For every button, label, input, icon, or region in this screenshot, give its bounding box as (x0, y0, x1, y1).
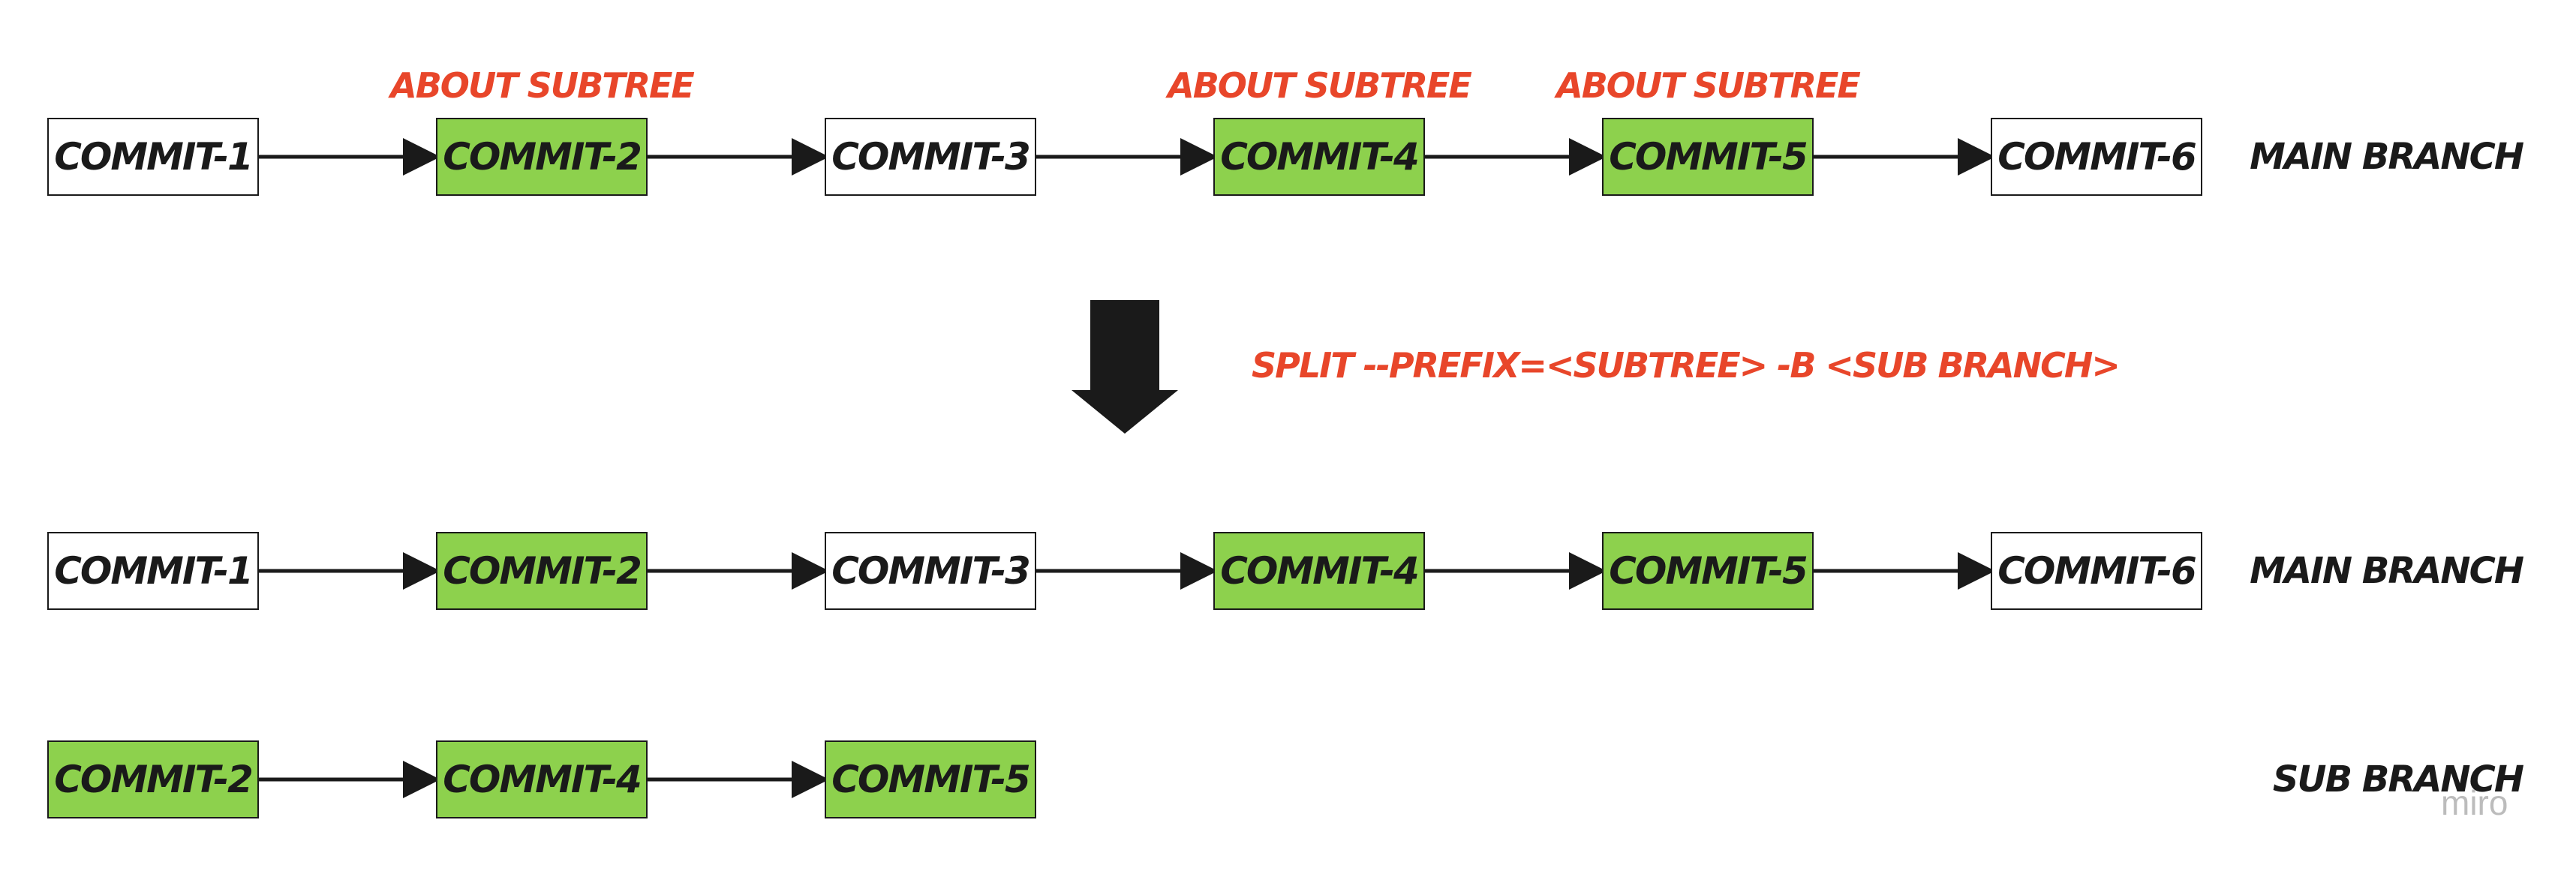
subtree-commit-box (1213, 118, 1425, 196)
commit-node: COMMIT-3 (825, 532, 1036, 610)
commit-label: COMMIT-2 (443, 549, 641, 593)
commit-node: COMMIT-2 (47, 740, 259, 818)
commit-node: COMMIT-4 ABOUT SUBTREE (1165, 65, 1473, 196)
commit-box (47, 532, 259, 610)
commit-label: COMMIT-6 (1997, 549, 2196, 593)
about-subtree-label: ABOUT SUBTREE (388, 65, 694, 106)
commit-box (825, 118, 1036, 196)
commit-node: COMMIT-4 (1213, 532, 1425, 610)
commit-node: COMMIT-3 (825, 118, 1036, 196)
about-subtree-label: ABOUT SUBTREE (1165, 65, 1471, 106)
commit-node: COMMIT-4 (436, 740, 648, 818)
commit-node: COMMIT-5 (825, 740, 1036, 818)
split-command: SPLIT --PREFIX=<SUBTREE> -B <SUB BRANCH> (1252, 345, 2119, 386)
branch-name-label: MAIN BRANCH (2250, 550, 2524, 592)
commit-node: COMMIT-2 (436, 532, 648, 610)
subtree-commit-box (47, 740, 259, 818)
commit-label: COMMIT-4 (1220, 549, 1418, 593)
commit-label: COMMIT-4 (1220, 135, 1418, 179)
subtree-commit-box (1602, 118, 1814, 196)
branch-row: COMMIT-1 COMMIT-2 ABOUT SUBTREE COMMIT-3 COM… (47, 65, 2526, 196)
subtree-commit-box (1602, 532, 1814, 610)
branch-name-label: SUB BRANCH (2273, 758, 2524, 800)
subtree-commit-box (825, 740, 1036, 818)
commit-node: COMMIT-2 ABOUT SUBTREE (388, 65, 696, 196)
about-subtree-label: ABOUT SUBTREE (1554, 65, 1860, 106)
commit-node: COMMIT-6 (1991, 532, 2202, 610)
commit-node: COMMIT-1 (47, 118, 259, 196)
commit-node: COMMIT-5 ABOUT SUBTREE (1554, 65, 1862, 196)
commit-label: COMMIT-6 (1997, 135, 2196, 179)
commit-label: COMMIT-3 (831, 549, 1029, 593)
branch-name-label: MAIN BRANCH (2250, 136, 2524, 178)
commit-label: COMMIT-3 (831, 135, 1029, 179)
commit-node: COMMIT-1 (47, 532, 259, 610)
commit-label: COMMIT-4 (443, 758, 641, 801)
miro-watermark: miro (2441, 783, 2508, 822)
subtree-commit-box (436, 740, 648, 818)
subtree-commit-box (436, 532, 648, 610)
commit-label: COMMIT-1 (54, 549, 252, 593)
commit-label: COMMIT-1 (54, 135, 252, 179)
down-arrow-icon (1072, 300, 1178, 434)
commit-box (1991, 532, 2202, 610)
subtree-commit-box (1213, 532, 1425, 610)
commit-node: COMMIT-6 (1991, 118, 2202, 196)
branch-row: COMMIT-1 COMMIT-2 COMMIT-3 COMMIT-4 COMMIT-5… (47, 532, 2526, 610)
commit-box (47, 118, 259, 196)
commit-label: COMMIT-5 (831, 758, 1029, 801)
commit-label: COMMIT-5 (1609, 549, 1807, 593)
subtree-commit-box (436, 118, 648, 196)
commit-box (825, 532, 1036, 610)
commit-node: COMMIT-5 (1602, 532, 1814, 610)
commit-label: COMMIT-2 (54, 758, 252, 801)
commit-label: COMMIT-2 (443, 135, 641, 179)
commit-label: COMMIT-5 (1609, 135, 1807, 179)
commit-box (1991, 118, 2202, 196)
branch-row: COMMIT-2 COMMIT-4 COMMIT-5 SUB BRANCH (47, 740, 2526, 818)
